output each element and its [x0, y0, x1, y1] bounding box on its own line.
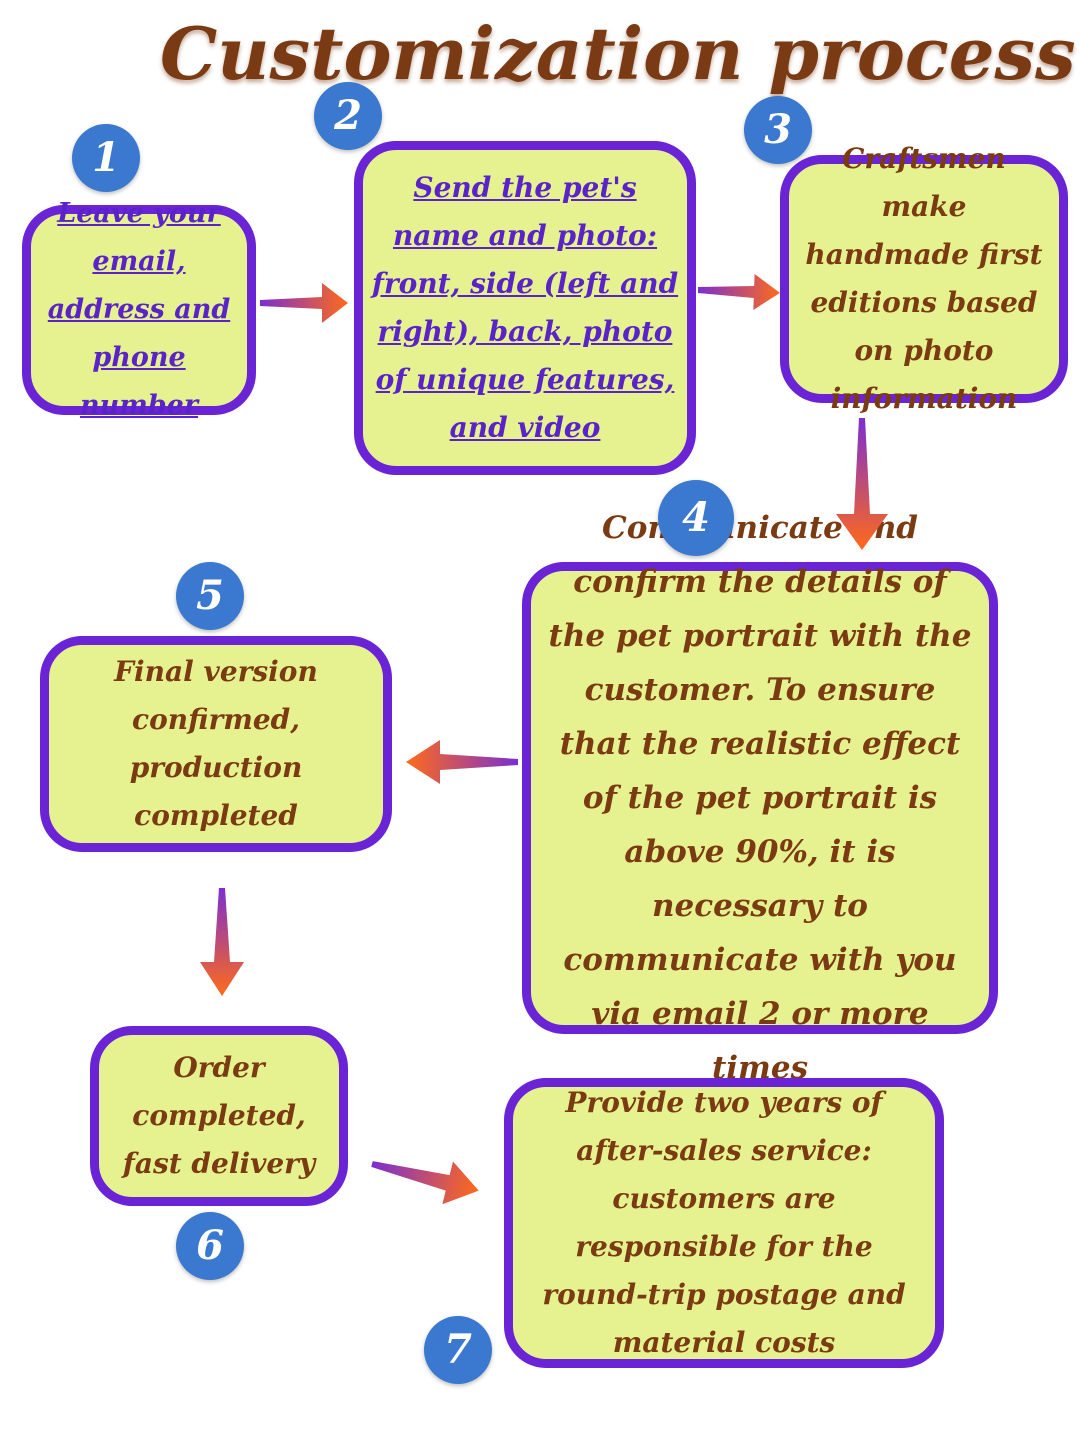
arrow-step-6-to-7 — [371, 1161, 479, 1205]
step-7-text: Provide two years of after-sales service… — [542, 1086, 906, 1359]
arrow-step-5-to-6 — [200, 888, 244, 996]
step-1-text[interactable]: Leave your email, address and phone numb… — [47, 198, 231, 421]
step-6-box: Order completed, fast delivery — [90, 1026, 348, 1206]
step-4-box: Communicate and confirm the details of t… — [522, 510, 998, 1086]
step-3-text: Craftsmen make handmade first editions b… — [805, 142, 1043, 415]
step-6-badge: 6 — [176, 1212, 244, 1280]
step-5-badge: 5 — [176, 562, 244, 630]
step-7-box: Provide two years of after-sales service… — [504, 1078, 944, 1368]
step-1-box[interactable]: Leave your email, address and phone numb… — [22, 198, 256, 421]
step-5-text: Final version confirmed, production comp… — [114, 655, 318, 832]
arrow-step-3-to-4 — [836, 418, 888, 550]
step-2-box[interactable]: Send the pet's name and photo: front, si… — [354, 141, 696, 475]
step-3-box: Craftsmen make handmade first editions b… — [780, 142, 1068, 415]
step-3-badge: 3 — [744, 96, 812, 164]
step-2-badge: 2 — [314, 82, 382, 150]
step-1-badge: 1 — [72, 124, 140, 192]
step-2-text[interactable]: Send the pet's name and photo: front, si… — [371, 171, 679, 444]
step-7-badge: 7 — [424, 1316, 492, 1384]
arrow-step-2-to-3 — [697, 273, 780, 310]
step-6-text: Order completed, fast delivery — [122, 1051, 316, 1180]
arrow-step-1-to-2 — [260, 283, 348, 323]
arrow-step-4-to-5 — [406, 740, 518, 784]
step-4-badge: 4 — [658, 480, 734, 556]
step-5-box: Final version confirmed, production comp… — [40, 636, 392, 852]
